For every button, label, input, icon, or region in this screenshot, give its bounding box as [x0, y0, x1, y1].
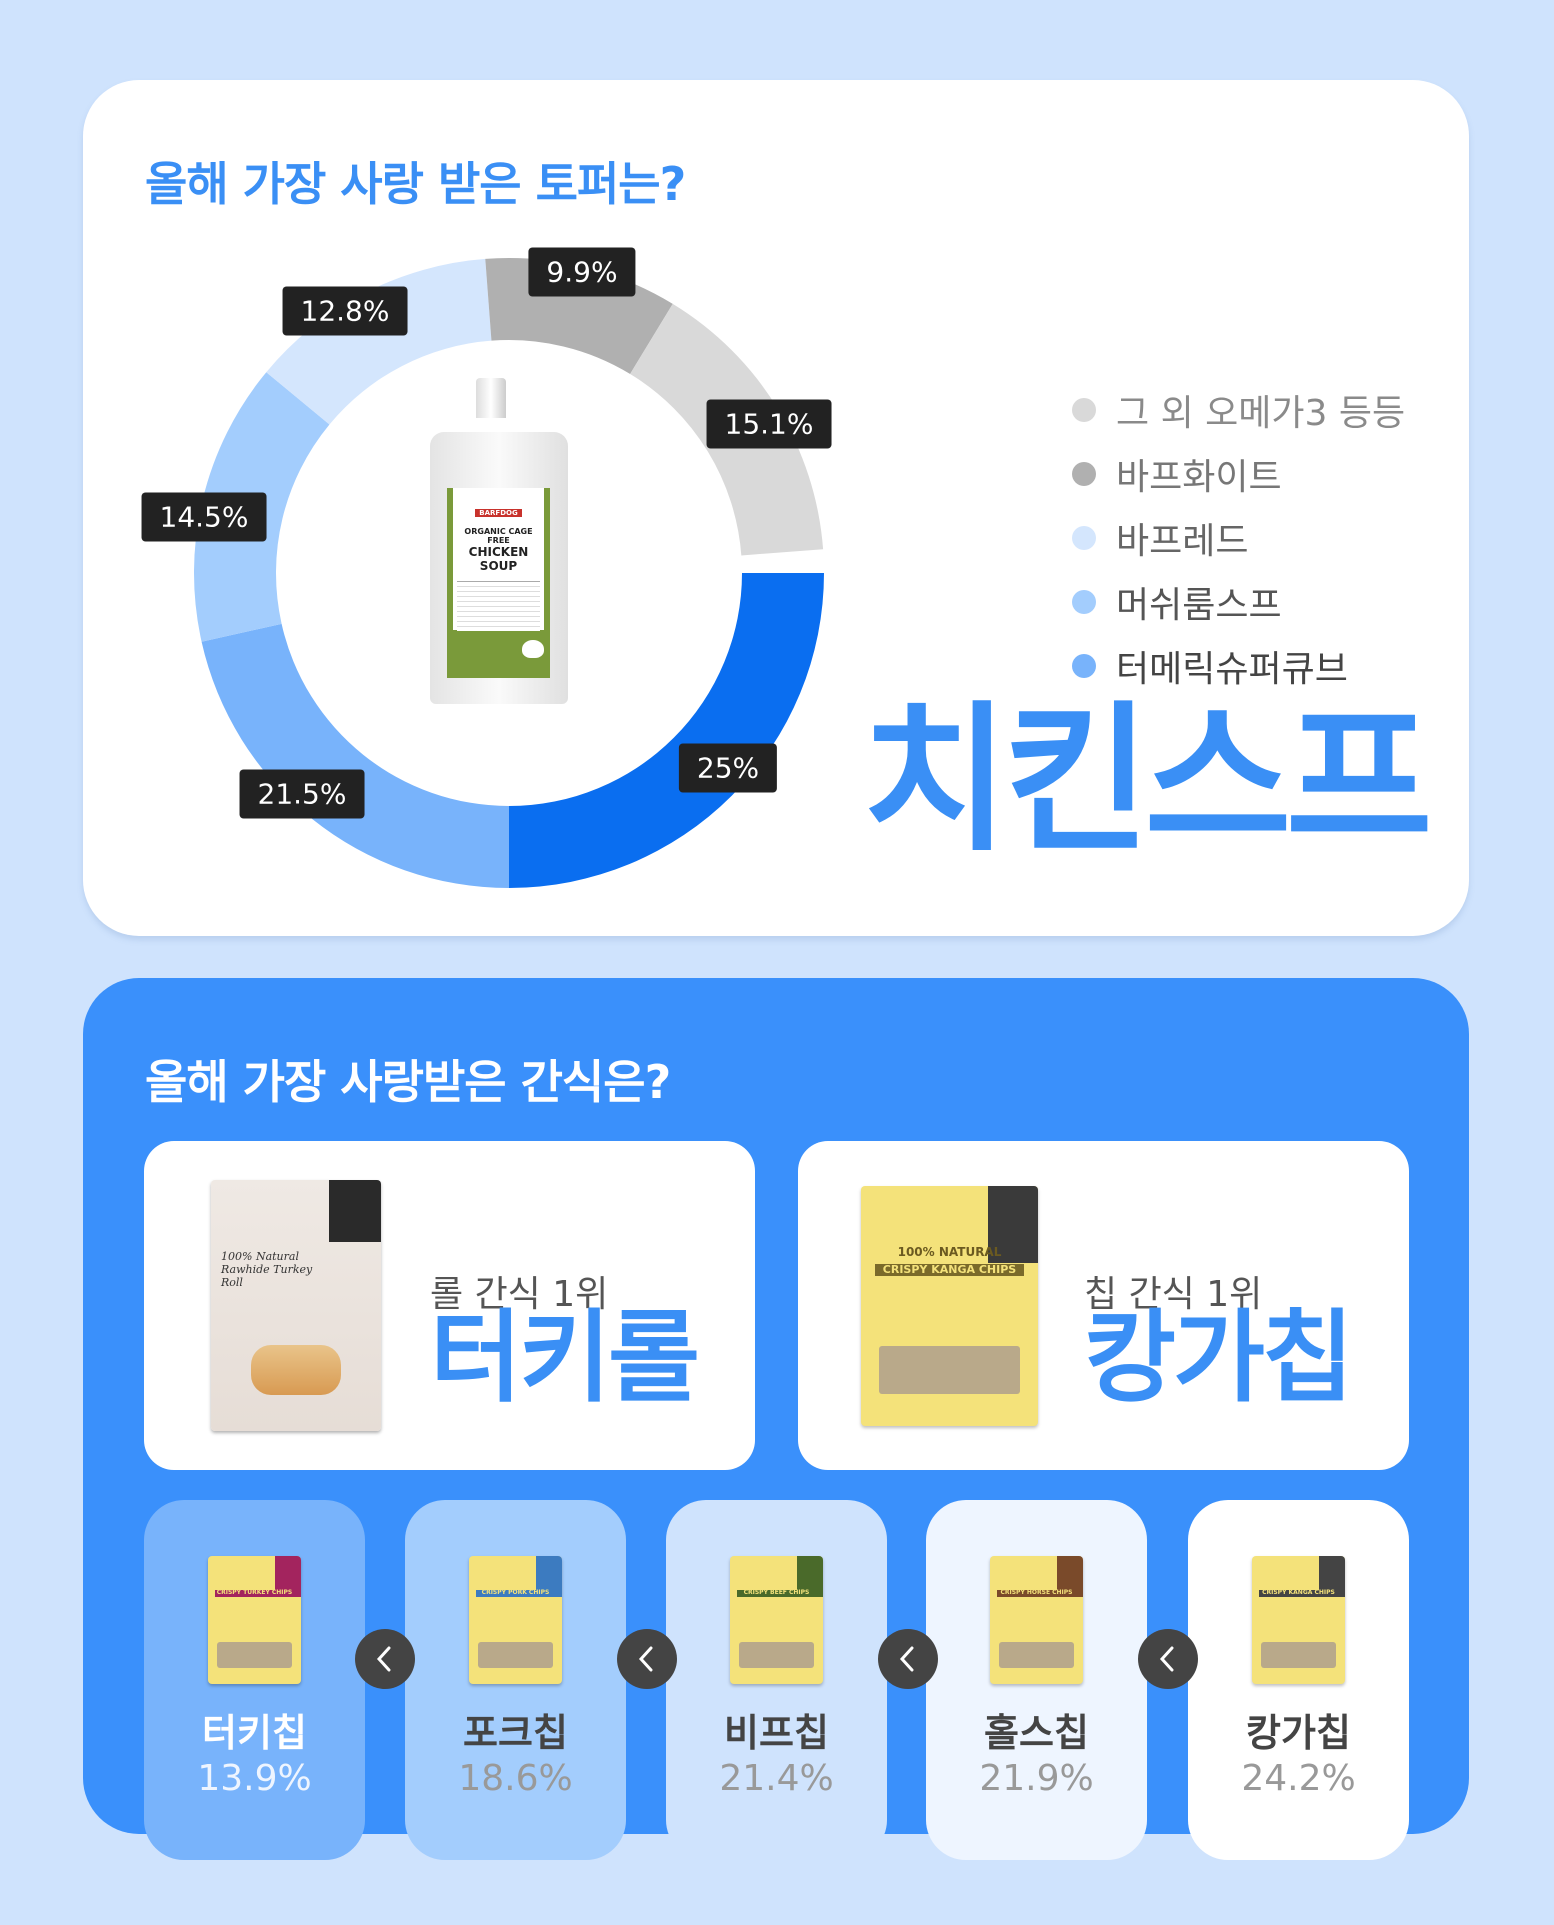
- ranking-tile: CRISPY KANGA CHIPS 캉가칩 24.2%: [1188, 1500, 1409, 1860]
- chevron-left-icon: [878, 1629, 938, 1689]
- pack-text: CRISPY BEEF CHIPS: [737, 1589, 816, 1597]
- donut-slice: [266, 258, 492, 425]
- legend-dot: [1072, 590, 1096, 614]
- pack-text: CRISPY KANGA CHIPS: [875, 1263, 1024, 1277]
- product-line1: ORGANIC CAGE FREE: [464, 527, 533, 545]
- ranking-name: 비프칩: [724, 1711, 829, 1755]
- ranking-percent: 13.9%: [197, 1758, 312, 1799]
- donut-slice: [509, 573, 824, 888]
- legend-item: 바프레드: [1072, 506, 1405, 570]
- slice-label: 9.9%: [528, 247, 636, 297]
- pack-text: CRISPY TURKEY CHIPS: [215, 1589, 294, 1597]
- brand-logo: BARFDOG: [475, 509, 522, 517]
- slice-label: 21.5%: [239, 769, 365, 819]
- topper-title: 올해 가장 사랑 받은 토퍼는?: [145, 157, 686, 211]
- ranking-name: 포크칩: [463, 1711, 568, 1755]
- chevron-left-icon: [617, 1629, 677, 1689]
- pack-text: CRISPY HORSE CHIPS: [997, 1589, 1076, 1597]
- donut-slice: [201, 623, 509, 888]
- legend-label: 그 외 오메가3 등등: [1116, 393, 1406, 434]
- ranking-tile: CRISPY BEEF CHIPS 비프칩 21.4%: [666, 1500, 887, 1860]
- ranking-tile: CRISPY HORSE CHIPS 홀스칩 21.9%: [926, 1500, 1147, 1860]
- slice-label: 14.5%: [141, 492, 267, 542]
- ranking-name: 캉가칩: [1246, 1711, 1351, 1755]
- ranking-percent: 21.4%: [719, 1758, 834, 1799]
- snack-title: 올해 가장 사랑받은 간식은?: [145, 1055, 671, 1109]
- chips-product-image: CRISPY HORSE CHIPS: [990, 1556, 1083, 1684]
- legend-dot: [1072, 398, 1096, 422]
- legend-label: 머쉬룸스프: [1116, 585, 1282, 626]
- ranking-name: 터키칩: [202, 1711, 307, 1755]
- legend-item: 머쉬룸스프: [1072, 570, 1405, 634]
- roll-subtitle: 롤 간식 1위: [430, 1274, 609, 1315]
- ranking-tile: CRISPY PORK CHIPS 포크칩 18.6%: [405, 1500, 626, 1860]
- slice-label: 15.1%: [706, 399, 832, 449]
- chips-product-image: CRISPY BEEF CHIPS: [730, 1556, 823, 1684]
- legend-item: 터메릭슈퍼큐브: [1072, 634, 1405, 698]
- chips-product-image: CRISPY TURKEY CHIPS: [208, 1556, 301, 1684]
- pack-text: CRISPY PORK CHIPS: [476, 1589, 555, 1597]
- pack-text: CRISPY KANGA CHIPS: [1259, 1589, 1338, 1597]
- ranking-percent: 21.9%: [979, 1758, 1094, 1799]
- chip-subtitle: 칩 간식 1위: [1084, 1274, 1263, 1315]
- kanga-chips-product-image: 100% NATURAL CRISPY KANGA CHIPS: [861, 1186, 1038, 1426]
- legend-dot: [1072, 526, 1096, 550]
- legend-item: 그 외 오메가3 등등: [1072, 378, 1405, 442]
- product-line2: CHICKEN SOUP: [468, 545, 529, 573]
- pack-headline: 100% NATURAL: [897, 1245, 1002, 1259]
- legend-label: 바프레드: [1116, 521, 1249, 562]
- roll-winner-name: 터키롤: [430, 1299, 700, 1416]
- slice-label: 12.8%: [282, 286, 408, 336]
- turkey-roll-product-image: 100% Natural Rawhide Turkey Roll: [211, 1180, 381, 1431]
- chevron-left-icon: [355, 1629, 415, 1689]
- donut-chart: [193, 258, 824, 888]
- chicken-soup-product-image: BARFDOG ORGANIC CAGE FREE CHICKEN SOUP: [430, 378, 568, 708]
- legend-item: 바프화이트: [1072, 442, 1405, 506]
- pack-text: 100% Natural Rawhide Turkey Roll: [221, 1250, 313, 1289]
- ranking-name: 홀스칩: [984, 1711, 1089, 1755]
- chip-winner-card: 100% NATURAL CRISPY KANGA CHIPS 칩 간식 1위 …: [798, 1141, 1409, 1470]
- chips-product-image: CRISPY KANGA CHIPS: [1252, 1556, 1345, 1684]
- ranking-tile: CRISPY TURKEY CHIPS 터키칩 13.9%: [144, 1500, 365, 1860]
- chicken-icon: [522, 640, 544, 658]
- chip-winner-name: 캉가칩: [1084, 1299, 1354, 1416]
- slice-label: 25%: [678, 743, 778, 793]
- legend-dot: [1072, 462, 1096, 486]
- chevron-left-icon: [1138, 1629, 1198, 1689]
- chips-product-image: CRISPY PORK CHIPS: [469, 1556, 562, 1684]
- winner-title: 치킨스프: [862, 686, 1433, 873]
- ranking-percent: 18.6%: [458, 1758, 573, 1799]
- roll-winner-card: 100% Natural Rawhide Turkey Roll 롤 간식 1위…: [144, 1141, 755, 1470]
- legend-dot: [1072, 654, 1096, 678]
- legend-label: 터메릭슈퍼큐브: [1116, 649, 1348, 690]
- ranking-percent: 24.2%: [1241, 1758, 1356, 1799]
- legend-label: 바프화이트: [1116, 457, 1282, 498]
